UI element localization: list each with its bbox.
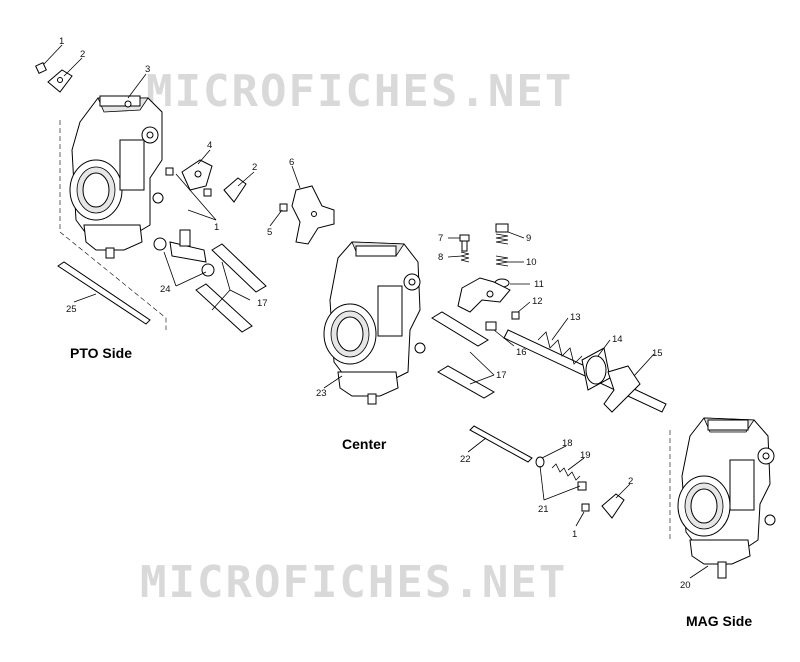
callout-7: 7 [438, 233, 443, 244]
part-24-fitting [153, 229, 215, 277]
mag-carburetor [669, 417, 776, 579]
part-22-rod [469, 425, 533, 463]
callout-11: 11 [534, 279, 544, 290]
pto-side-label: PTO Side [70, 345, 132, 361]
throttle-lever [457, 277, 511, 313]
callout-1-top-left: 1 [59, 36, 64, 47]
callout-1-bottom: 1 [572, 529, 577, 540]
part-16-pin [485, 321, 497, 331]
part-1-screw-bottom [581, 503, 590, 512]
pto-carburetor [59, 95, 167, 330]
part-1-screw-top-left [35, 62, 47, 74]
callout-6: 6 [289, 157, 294, 168]
watermark-top: MICROFICHES.NET [146, 66, 573, 117]
callout-24: 24 [160, 284, 171, 295]
callout-21: 21 [538, 504, 549, 515]
callout-4: 4 [207, 140, 212, 151]
callout-2-top-left: 2 [80, 49, 85, 60]
callout-25: 25 [66, 304, 77, 315]
callout-17-left: 17 [257, 298, 268, 309]
center-carburetor [323, 241, 426, 405]
callout-17-center: 17 [496, 370, 507, 381]
part-17-tubes-center [431, 311, 495, 399]
part-6-throttle-bracket [291, 185, 335, 245]
callout-3: 3 [145, 64, 150, 75]
part-5-screw [279, 203, 288, 212]
part-12-screw [511, 311, 520, 320]
center-label: Center [342, 436, 387, 452]
part-17-tubes-left [195, 243, 267, 333]
callout-20: 20 [680, 580, 691, 591]
leader-lines [43, 44, 709, 579]
callout-22: 22 [460, 454, 471, 465]
callout-8: 8 [438, 252, 443, 263]
part-2-clip-top-left [47, 69, 73, 93]
part-10-spring [495, 255, 509, 267]
part-7-screw [459, 234, 470, 252]
callout-18: 18 [562, 438, 573, 449]
part-15-lever [603, 365, 641, 413]
callout-2-bottom: 2 [628, 476, 633, 487]
part-1-screws-left [165, 167, 212, 197]
callout-9: 9 [526, 233, 531, 244]
mag-side-label: MAG Side [686, 613, 752, 629]
part-13-spring [537, 331, 583, 365]
callout-19: 19 [580, 450, 591, 461]
callout-2-left: 2 [252, 162, 257, 173]
watermark-bottom: MICROFICHES.NET [140, 557, 567, 608]
callout-23: 23 [316, 388, 327, 399]
callout-1-left: 1 [214, 222, 219, 233]
part-19-screw [551, 463, 587, 491]
part-18-clip [535, 456, 545, 468]
part-9-cap [495, 223, 509, 245]
callout-10: 10 [526, 257, 537, 268]
callout-12: 12 [532, 296, 543, 307]
part-4-bracket [181, 159, 213, 191]
callout-5: 5 [267, 227, 272, 238]
part-25-bolt [57, 261, 151, 325]
part-14-collar [581, 347, 611, 391]
callout-14: 14 [612, 334, 623, 345]
callout-15: 15 [652, 348, 663, 359]
callout-13: 13 [570, 312, 581, 323]
part-8-spring [460, 251, 470, 263]
callout-16: 16 [516, 347, 527, 358]
part-2-clip-bottom [601, 493, 625, 519]
